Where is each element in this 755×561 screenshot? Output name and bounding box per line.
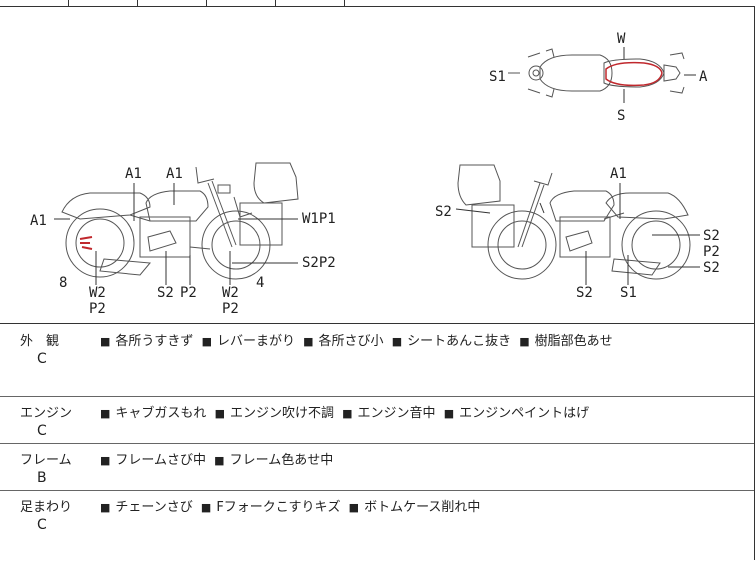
- defect-item: ボトムケース削れ中: [364, 500, 481, 515]
- section-category: 足まわり: [20, 500, 73, 515]
- label-4: 4: [256, 275, 264, 291]
- label-S1: S1: [489, 69, 506, 85]
- label-P2: P2: [180, 285, 197, 301]
- defect-item: フレームさび中: [115, 453, 207, 468]
- label-S2: S2: [703, 228, 720, 244]
- label-W2: W2: [222, 285, 239, 301]
- section-engine: エンジン C ■キャブガスもれ ■エンジン吹け不調 ■エンジン音中 ■エンジンペ…: [0, 396, 755, 444]
- defect-item: レバーまがり: [216, 334, 295, 349]
- section-exterior: 外 観 C ■各所うすきず ■レバーまがり ■各所さび小 ■シートあんこ抜き ■…: [0, 324, 755, 397]
- section-items: ■チェーンさび ■Fフォークこすりキズ ■ボトムケース削れ中: [100, 500, 481, 515]
- defect-item: キャブガスもれ: [115, 406, 207, 421]
- label-A: A: [699, 69, 708, 85]
- defect-item: 各所さび小: [318, 334, 384, 349]
- label-A1: A1: [30, 213, 47, 229]
- section-suspension: 足まわり C ■チェーンさび ■Fフォークこすりキズ ■ボトムケース削れ中: [0, 490, 755, 560]
- section-category: エンジン: [20, 406, 73, 421]
- defect-item: エンジン音中: [357, 406, 436, 421]
- left-damage-mark: [79, 236, 93, 250]
- section-grade: C: [37, 423, 47, 439]
- section-category: フレーム: [20, 453, 72, 468]
- section-items: ■フレームさび中 ■フレーム色あせ中: [100, 453, 334, 468]
- label-A1: A1: [610, 166, 627, 182]
- defect-item: シートあんこ抜き: [407, 334, 512, 349]
- label-S1: S1: [620, 285, 637, 301]
- label-W2: W2: [89, 285, 106, 301]
- label-S2: S2: [435, 204, 452, 220]
- section-grade: B: [37, 470, 47, 486]
- defect-item: チェーンさび: [115, 500, 193, 515]
- defect-item: Fフォークこすりキズ: [216, 500, 341, 515]
- label-S2: S2: [703, 260, 720, 276]
- section-items: ■各所うすきず ■レバーまがり ■各所さび小 ■シートあんこ抜き ■樹脂部色あせ: [100, 334, 613, 349]
- section-grade: C: [37, 517, 47, 533]
- label-A1: A1: [166, 166, 183, 182]
- section-category: 外 観: [20, 334, 60, 349]
- defect-item: エンジン吹け不調: [229, 406, 334, 421]
- label-S2P2: S2P2: [302, 255, 336, 271]
- label-S2: S2: [576, 285, 593, 301]
- label-A1: A1: [125, 166, 142, 182]
- defect-item: フレーム色あせ中: [229, 453, 334, 468]
- label-W: W: [617, 31, 626, 47]
- label-8: 8: [59, 275, 67, 291]
- top-view-bike: [508, 48, 685, 98]
- left-side-bike: [61, 162, 299, 280]
- label-S: S: [617, 108, 625, 124]
- section-frame: フレーム B ■フレームさび中 ■フレーム色あせ中: [0, 443, 755, 491]
- defect-item: 樹脂部色あせ: [534, 334, 613, 349]
- defect-item: 各所うすきず: [115, 334, 194, 349]
- label-P2: P2: [222, 301, 239, 317]
- label-S2: S2: [157, 285, 174, 301]
- label-P2: P2: [89, 301, 106, 317]
- section-grade: C: [37, 351, 47, 367]
- defect-item: エンジンペイントはげ: [459, 406, 590, 421]
- motorcycle-damage-diagram: W S1 A S: [0, 7, 755, 324]
- top-table-strip: [0, 0, 755, 7]
- label-P2: P2: [703, 244, 720, 260]
- right-side-bike: [457, 164, 691, 280]
- seat-damage-mark: [605, 61, 663, 87]
- section-items: ■キャブガスもれ ■エンジン吹け不調 ■エンジン音中 ■エンジンペイントはげ: [100, 406, 590, 421]
- label-W1P1: W1P1: [302, 211, 336, 227]
